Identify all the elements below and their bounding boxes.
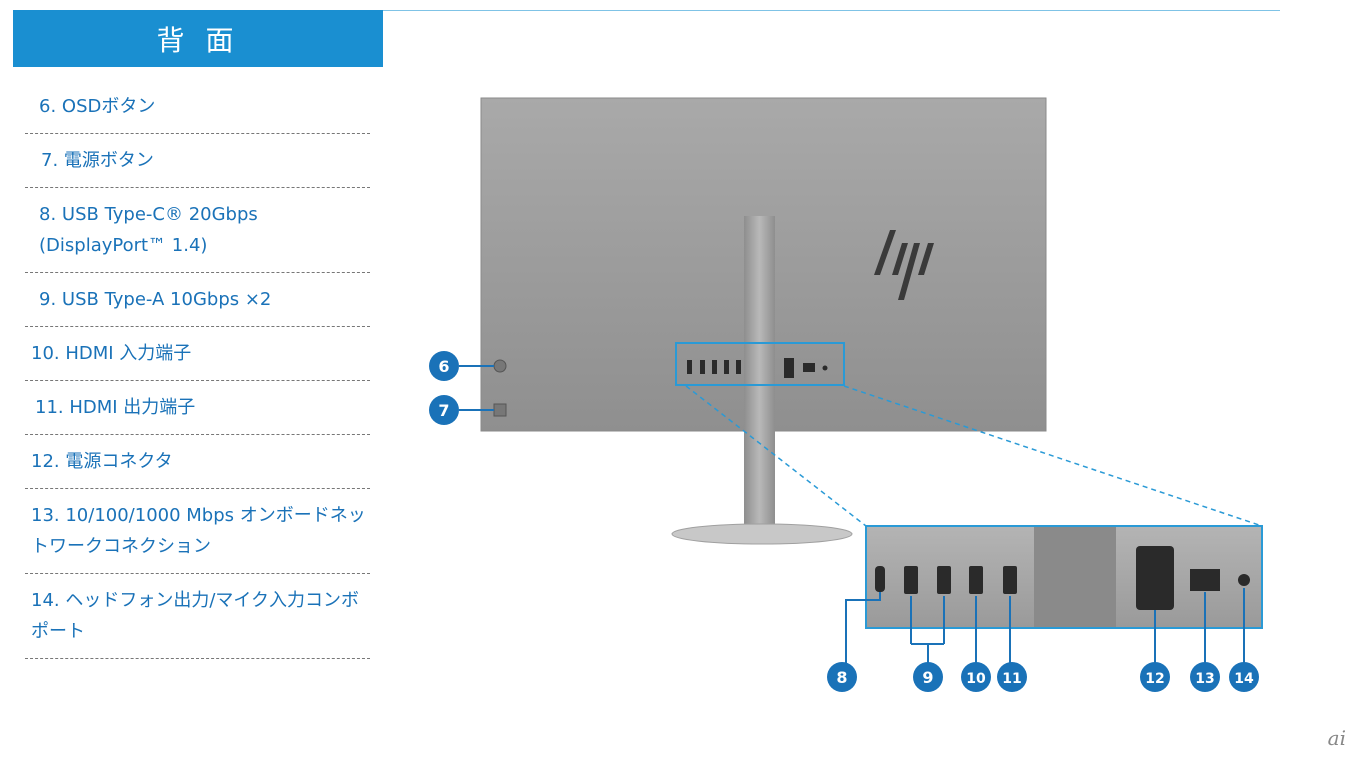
callout-leaders (459, 365, 1245, 664)
credit-logo: ai (1327, 726, 1346, 750)
callout-11: 11 (997, 662, 1027, 692)
stand-neck (744, 216, 775, 536)
callout-6: 6 (429, 351, 459, 381)
hp-logo-icon (874, 230, 934, 300)
svg-text:6: 6 (438, 357, 449, 376)
osd-button (493, 359, 507, 373)
legend-item-10: 10. HDMI 入力端子 (25, 327, 370, 381)
legend-item-8: 8. USB Type-C® 20Gbps (DisplayPort™ 1.4) (25, 188, 370, 273)
zoom-ports (875, 546, 1250, 610)
legend-item-9: 9. USB Type-A 10Gbps ×2 (25, 273, 370, 327)
callout-8: 8 (827, 662, 857, 692)
port-cluster-small (687, 358, 828, 378)
svg-text:9: 9 (922, 668, 933, 687)
callout-13: 13 (1190, 662, 1220, 692)
zoom-line-right (843, 385, 1263, 527)
callout-14: 14 (1229, 662, 1259, 692)
zoom-line-left (685, 385, 867, 527)
section-header: 背 面 (13, 10, 383, 67)
callout-7: 7 (429, 395, 459, 425)
port-legend: 6. OSDボタン 7. 電源ボタン 8. USB Type-C® 20Gbps… (25, 80, 370, 659)
svg-text:11: 11 (1002, 671, 1021, 687)
callout-9: 9 (913, 662, 943, 692)
svg-text:14: 14 (1234, 671, 1254, 687)
svg-text:13: 13 (1195, 671, 1214, 687)
legend-item-14: 14. ヘッドフォン出力/マイク入力コンボポート (25, 574, 370, 659)
callout-12: 12 (1140, 662, 1170, 692)
zoom-stand-section (1034, 527, 1116, 627)
legend-item-11: 11. HDMI 出力端子 (25, 381, 370, 435)
svg-text:10: 10 (966, 671, 986, 687)
svg-text:7: 7 (438, 401, 449, 420)
stand-base (671, 523, 853, 545)
callout-10: 10 (961, 662, 991, 692)
section-title: 背 面 (156, 23, 240, 57)
legend-item-7: 7. 電源ボタン (25, 134, 370, 188)
svg-text:12: 12 (1145, 671, 1164, 687)
svg-text:8: 8 (836, 668, 847, 687)
power-button (493, 403, 507, 417)
legend-item-13: 13. 10/100/1000 Mbps オンボードネットワークコネクション (25, 489, 370, 574)
legend-item-6: 6. OSDボタン (25, 80, 370, 134)
legend-item-12: 12. 電源コネクタ (25, 435, 370, 489)
port-highlight-box (675, 342, 845, 386)
header-rule (383, 10, 1280, 11)
